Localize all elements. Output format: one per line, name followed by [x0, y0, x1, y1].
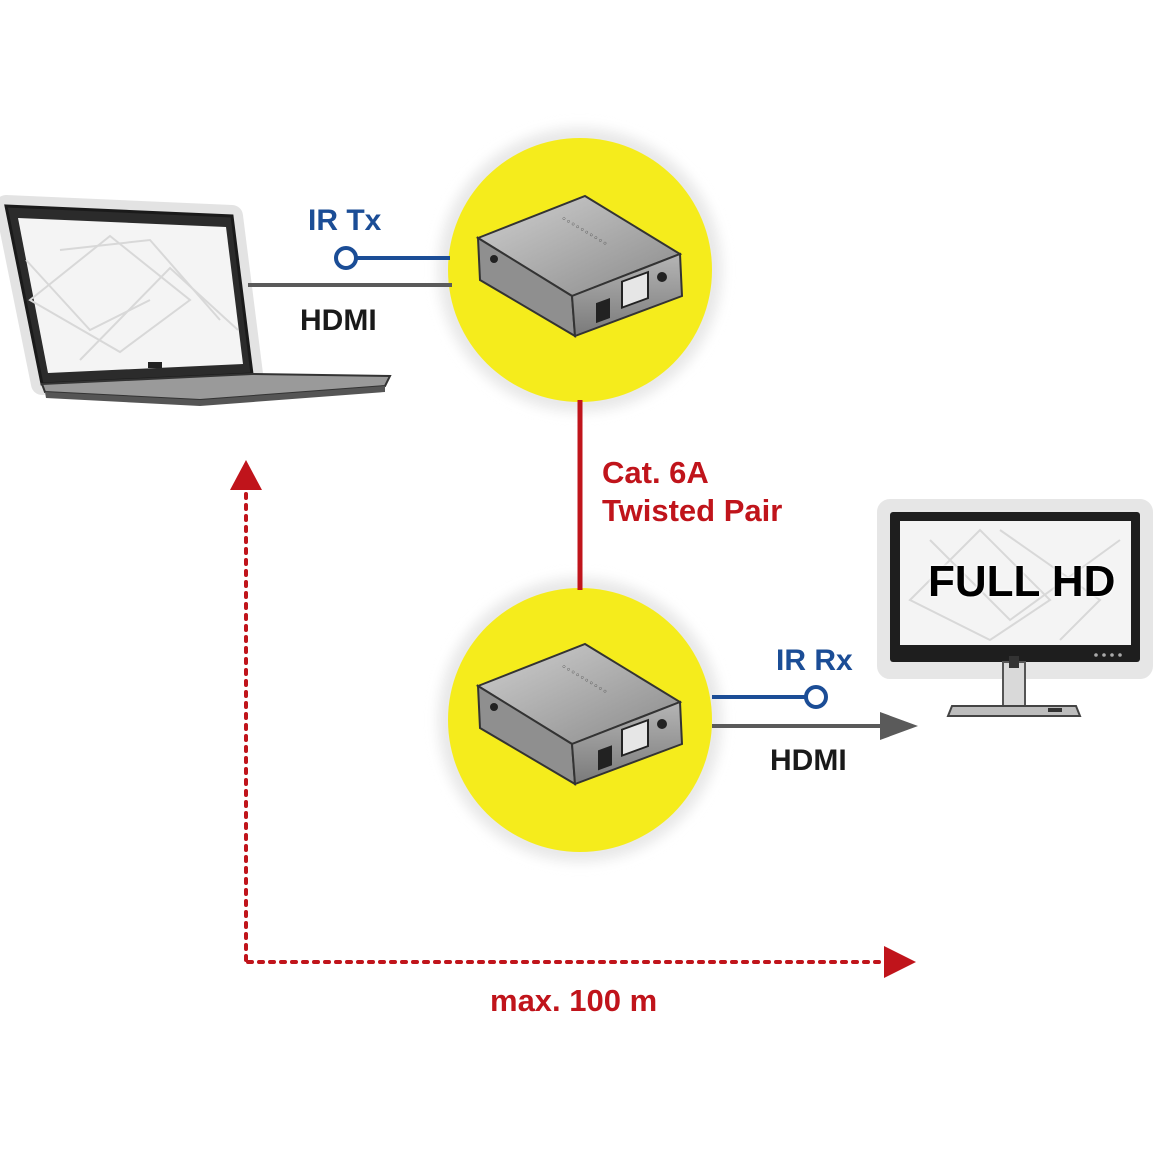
laptop-icon: [0, 195, 392, 406]
hdmi-input-label: HDMI: [300, 304, 377, 337]
distance-arrow-up-icon: [230, 460, 262, 490]
monitor-screen-text: FULL HD: [928, 557, 1116, 606]
distance-arrow-right-icon: [884, 946, 916, 978]
hdmi-output-label: HDMI: [770, 744, 847, 777]
distance-arrows: [230, 460, 916, 978]
distance-label: max. 100 m: [490, 983, 658, 1018]
hdmi-extender-receiver-icon: ◦◦◦◦◦◦◦◦◦◦: [475, 642, 684, 786]
monitor-icon: [877, 499, 1153, 717]
hdmi-output-arrowhead-icon: [880, 712, 918, 740]
ir-rx-label: IR Rx: [776, 644, 853, 677]
cable-label-line1: Cat. 6A: [602, 455, 709, 490]
ir-tx-label: IR Tx: [308, 204, 382, 237]
hdmi-extender-transmitter-icon: ◦◦◦◦◦◦◦◦◦◦: [475, 194, 684, 338]
ir-tx-emitter-icon: [334, 246, 358, 270]
cable-label-line2: Twisted Pair: [602, 493, 783, 528]
ir-rx-receiver-icon: [804, 685, 828, 709]
